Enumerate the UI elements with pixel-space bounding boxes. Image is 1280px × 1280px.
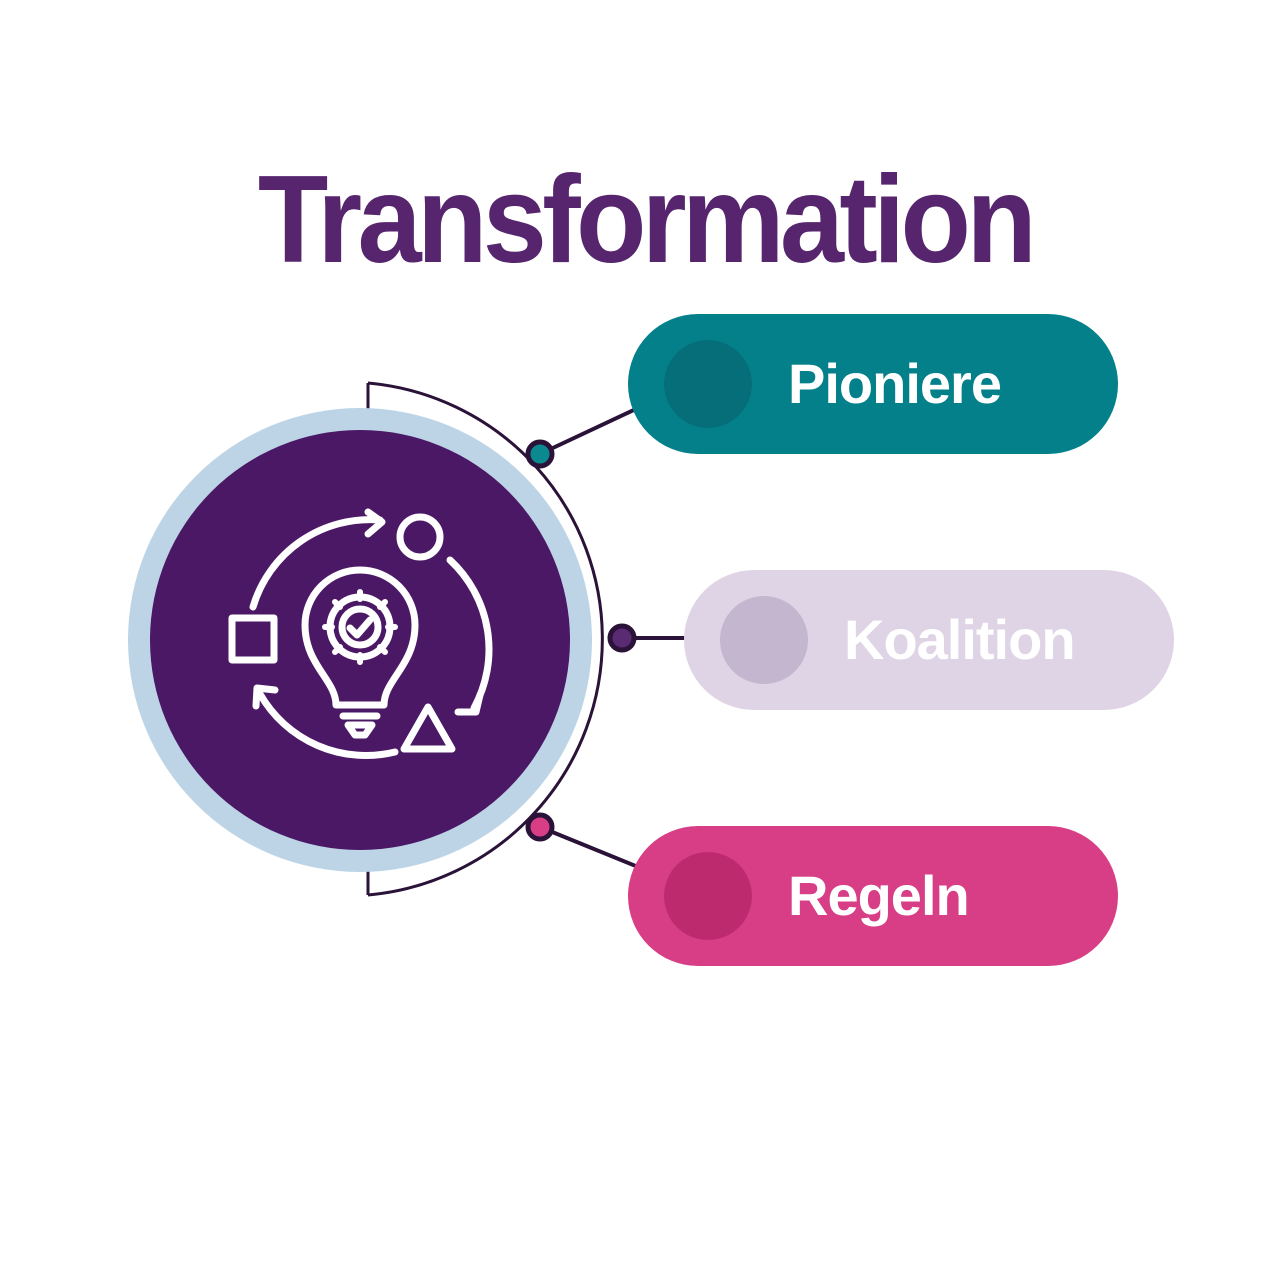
center-circle <box>150 430 570 850</box>
pill-koalition: Koalition <box>684 570 1174 710</box>
lightbulb-gear-cycle-icon <box>228 508 493 759</box>
pill-label: Pioniere <box>788 352 1002 415</box>
node-koalition <box>607 623 637 653</box>
pill-dot-icon <box>720 596 808 684</box>
node-pioniere <box>525 439 555 469</box>
pill-pioniere: Pioniere <box>628 314 1118 454</box>
pill-dot-icon <box>664 852 752 940</box>
page-title: Transformation <box>257 151 1037 289</box>
node-regeln <box>525 812 555 842</box>
pill-label: Koalition <box>844 608 1076 671</box>
pill-dot-icon <box>664 340 752 428</box>
pill-regeln: Regeln <box>628 826 1118 966</box>
bracket-arc <box>367 381 604 897</box>
pill-label: Regeln <box>788 864 970 927</box>
